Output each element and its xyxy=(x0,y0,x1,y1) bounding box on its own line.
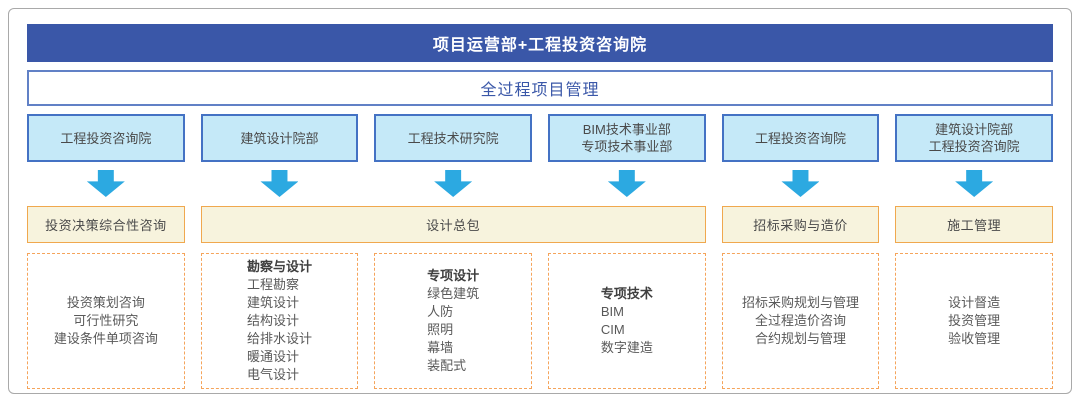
detail-box-5: 招标采购规划与管理 全过程造价咨询 合约规划与管理 xyxy=(721,253,880,389)
diagram-frame: 项目运营部+工程投资咨询院 全过程项目管理 工程投资咨询院 建筑设计院部 工程技… xyxy=(8,8,1072,394)
service-box-investment-consulting: 投资决策综合性咨询 xyxy=(27,206,185,243)
department-box-4: BIM技术事业部 专项技术事业部 xyxy=(548,114,706,162)
detail-item: 装配式 xyxy=(427,358,467,373)
down-arrow-icon xyxy=(607,170,646,197)
service-row: 投资决策综合性咨询 设计总包 招标采购与造价 施工管理 xyxy=(27,206,1053,243)
detail-item: 验收管理 xyxy=(948,331,1001,346)
down-arrow-icon xyxy=(781,170,820,197)
department-label: BIM技术事业部 xyxy=(582,122,671,137)
department-box-5: 工程投资咨询院 xyxy=(721,114,880,162)
department-label: 工程技术研究院 xyxy=(407,130,499,146)
detail-item: 建设条件单项咨询 xyxy=(53,331,158,346)
detail-heading: 勘察与设计 xyxy=(246,259,312,274)
detail-item: 幕墙 xyxy=(427,340,454,355)
service-label: 投资决策综合性咨询 xyxy=(45,218,167,233)
detail-item: 投资管理 xyxy=(948,313,1001,328)
down-arrow-icon xyxy=(86,170,125,197)
detail-item: 照明 xyxy=(427,322,454,337)
department-label: 工程投资咨询院 xyxy=(60,130,152,146)
department-label: 工程投资咨询院 xyxy=(928,139,1020,154)
detail-heading: 专项设计 xyxy=(427,268,480,283)
department-box-6: 建筑设计院部 工程投资咨询院 xyxy=(895,114,1053,162)
detail-item: BIM xyxy=(600,304,624,319)
service-label: 设计总包 xyxy=(426,218,481,233)
header-title: 项目运营部+工程投资咨询院 xyxy=(432,37,648,54)
service-label: 招标采购与造价 xyxy=(753,218,848,233)
arrow-row xyxy=(27,170,1053,197)
detail-item: 给排水设计 xyxy=(246,331,312,346)
detail-item: 结构设计 xyxy=(246,313,299,328)
detail-item: 暖通设计 xyxy=(246,349,299,364)
service-box-construction-mgmt: 施工管理 xyxy=(895,206,1053,243)
department-box-1: 工程投资咨询院 xyxy=(27,114,185,162)
detail-item: 建筑设计 xyxy=(246,295,299,310)
detail-item: 设计督造 xyxy=(948,295,1001,310)
detail-box-2: 勘察与设计 工程勘察 建筑设计 结构设计 给排水设计 暖通设计 电气设计 xyxy=(200,253,359,389)
header-banner: 项目运营部+工程投资咨询院 xyxy=(27,24,1053,62)
down-arrow-icon xyxy=(260,170,299,197)
detail-item: 合约规划与管理 xyxy=(754,331,846,346)
department-label: 建筑设计院部 xyxy=(935,122,1014,137)
department-box-2: 建筑设计院部 xyxy=(200,114,359,162)
detail-item: 人防 xyxy=(427,304,454,319)
detail-item: 招标采购规划与管理 xyxy=(741,295,859,310)
detail-row: 投资策划咨询 可行性研究 建设条件单项咨询 勘察与设计 工程勘察 建筑设计 结构… xyxy=(27,253,1053,389)
detail-box-1: 投资策划咨询 可行性研究 建设条件单项咨询 xyxy=(27,253,185,389)
subheader-box: 全过程项目管理 xyxy=(27,70,1053,106)
detail-item: 可行性研究 xyxy=(73,313,139,328)
detail-item: 电气设计 xyxy=(246,367,299,382)
detail-item: CIM xyxy=(600,322,625,337)
detail-item: 投资策划咨询 xyxy=(66,295,145,310)
department-label: 工程投资咨询院 xyxy=(754,130,846,146)
detail-item: 全过程造价咨询 xyxy=(754,313,846,328)
down-arrow-icon xyxy=(434,170,473,197)
detail-item: 工程勘察 xyxy=(246,277,299,292)
service-label: 施工管理 xyxy=(947,218,1002,233)
subheader-title: 全过程项目管理 xyxy=(480,82,600,99)
service-box-design-contracting: 设计总包 xyxy=(200,206,706,243)
down-arrow-icon xyxy=(955,170,994,197)
detail-item: 绿色建筑 xyxy=(427,286,480,301)
service-box-bidding-cost: 招标采购与造价 xyxy=(721,206,880,243)
department-label: 专项技术事业部 xyxy=(581,139,673,154)
detail-heading: 专项技术 xyxy=(600,286,653,301)
detail-item: 数字建造 xyxy=(600,340,653,355)
department-box-3: 工程技术研究院 xyxy=(374,114,532,162)
department-label: 建筑设计院部 xyxy=(240,130,319,146)
detail-box-4: 专项技术 BIM CIM 数字建造 xyxy=(548,253,706,389)
detail-box-6: 设计督造 投资管理 验收管理 xyxy=(895,253,1053,389)
detail-box-3: 专项设计 绿色建筑 人防 照明 幕墙 装配式 xyxy=(374,253,532,389)
department-row: 工程投资咨询院 建筑设计院部 工程技术研究院 BIM技术事业部 专项技术事业部 … xyxy=(27,114,1053,162)
